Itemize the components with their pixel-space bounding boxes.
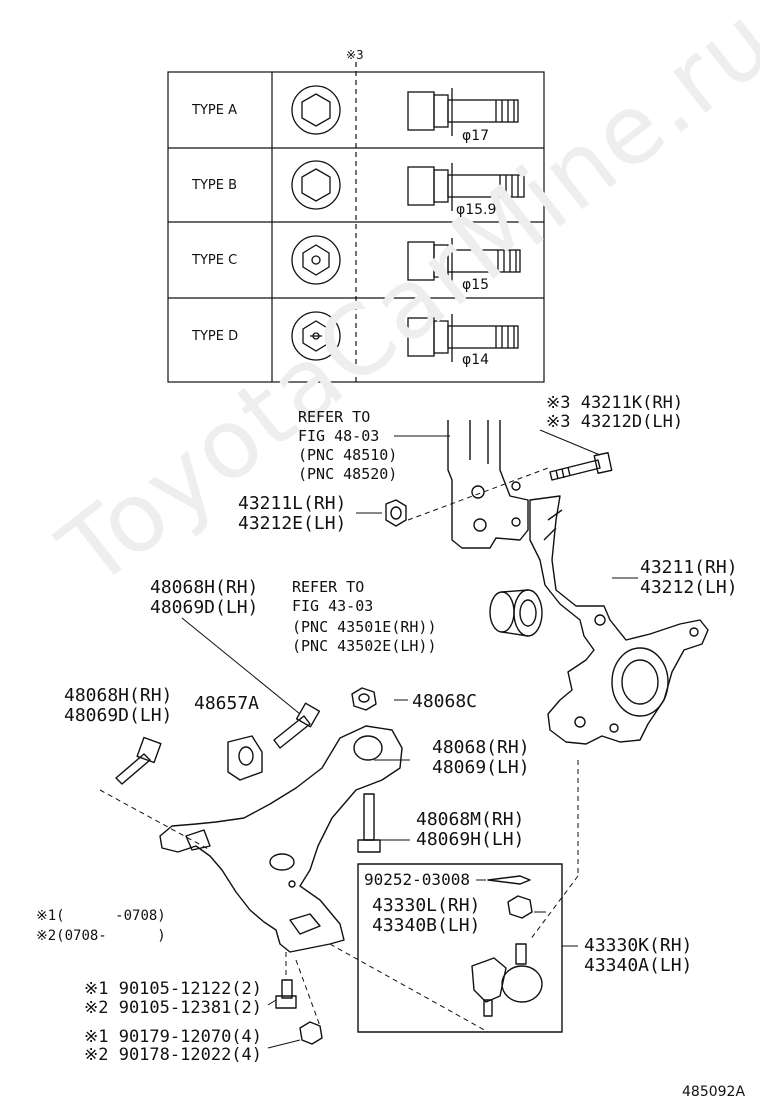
type-d-diameter: φ14 bbox=[462, 352, 490, 368]
type-b-diameter: φ15.9 bbox=[456, 202, 497, 218]
type-c-label: TYPE C bbox=[192, 253, 238, 268]
cotter-pin bbox=[487, 875, 531, 885]
label-43211k-rh[interactable]: ※3 43211K(RH) bbox=[546, 393, 684, 413]
label-48068-rh[interactable]: 48068(RH) bbox=[432, 737, 530, 758]
label-48068h-rh-left[interactable]: 48068H(RH) bbox=[64, 685, 173, 706]
figure-number: 485092A bbox=[682, 1084, 746, 1100]
bolt-48068h-left bbox=[115, 736, 162, 785]
label-43330k-rh[interactable]: 43330K(RH) bbox=[584, 935, 693, 956]
label-48068c[interactable]: 48068C bbox=[412, 691, 478, 712]
label-43212-lh[interactable]: 43212(LH) bbox=[640, 577, 738, 598]
nut-43211l bbox=[385, 499, 407, 527]
label-48069-lh[interactable]: 48069(LH) bbox=[432, 757, 530, 778]
note-2-period: ※2(0708- ) bbox=[36, 928, 166, 944]
label-90252-03008[interactable]: 90252-03008 bbox=[364, 870, 470, 889]
ref-fig-48-pnc1: (PNC 48510) bbox=[298, 446, 398, 464]
suspension-drawing bbox=[115, 420, 709, 1045]
label-48069d-lh-left[interactable]: 48069D(LH) bbox=[64, 705, 173, 726]
bushing-48657a bbox=[227, 735, 263, 781]
nut-face-icons bbox=[291, 85, 341, 361]
label-43212d-lh[interactable]: ※3 43212D(LH) bbox=[546, 412, 684, 432]
bolt-48068m bbox=[357, 793, 381, 853]
bolt-90105 bbox=[275, 979, 297, 1009]
label-48069h-lh[interactable]: 48069H(LH) bbox=[416, 829, 525, 850]
ref-fig-48-line1: REFER TO bbox=[298, 408, 371, 426]
ref-fig-48-pnc2: (PNC 48520) bbox=[298, 465, 398, 483]
label-43340b-lh[interactable]: 43340B(LH) bbox=[372, 915, 481, 936]
bolt-48068h-upper bbox=[273, 702, 321, 749]
type-a-label: TYPE A bbox=[192, 103, 237, 118]
label-43211-rh[interactable]: 43211(RH) bbox=[640, 557, 738, 578]
lower-control-arm bbox=[159, 725, 403, 953]
nut-48068c bbox=[351, 687, 377, 711]
type-d-label: TYPE D bbox=[192, 329, 239, 344]
strut-bracket bbox=[447, 420, 529, 549]
type-a-diameter: φ17 bbox=[462, 128, 490, 144]
ref-fig-48-link[interactable]: FIG 48-03 bbox=[298, 427, 380, 445]
label-48068h-rh-top[interactable]: 48068H(RH) bbox=[150, 577, 259, 598]
note-1-period: ※1( -0708) bbox=[36, 908, 166, 924]
label-43212e-lh[interactable]: 43212E(LH) bbox=[238, 513, 347, 534]
ref-fig-43-pnc1: (PNC 43501E(RH)) bbox=[292, 618, 437, 636]
label-48068m-rh[interactable]: 48068M(RH) bbox=[416, 809, 525, 830]
ref-fig-43-pnc2: (PNC 43502E(LH)) bbox=[292, 637, 437, 655]
type-c-diameter: φ15 bbox=[462, 277, 490, 293]
nut-43330l bbox=[507, 895, 533, 919]
label-48657a[interactable]: 48657A bbox=[194, 693, 260, 714]
label-43330l-rh[interactable]: 43330L(RH) bbox=[372, 895, 481, 916]
bolt-profile-icons bbox=[407, 88, 525, 362]
leader-lines bbox=[99, 429, 638, 1049]
label-43340a-lh[interactable]: 43340A(LH) bbox=[584, 955, 693, 976]
bolt-43211k bbox=[549, 452, 613, 481]
label-90105-12122[interactable]: ※1 90105-12122(2) bbox=[84, 979, 263, 999]
ball-joint-box bbox=[357, 863, 563, 1033]
steering-knuckle bbox=[529, 495, 709, 745]
ball-joint bbox=[471, 943, 543, 1017]
type-b-label: TYPE B bbox=[192, 178, 237, 193]
label-48069d-lh-top[interactable]: 48069D(LH) bbox=[150, 597, 259, 618]
ref-fig-43-line1: REFER TO bbox=[292, 578, 365, 596]
label-90178-12022[interactable]: ※2 90178-12022(4) bbox=[84, 1045, 263, 1065]
bolt-type-table bbox=[167, 62, 545, 383]
label-90179-12070[interactable]: ※1 90179-12070(4) bbox=[84, 1027, 263, 1047]
label-90105-12381[interactable]: ※2 90105-12381(2) bbox=[84, 998, 263, 1018]
ref-fig-43-link[interactable]: FIG 43-03 bbox=[292, 597, 374, 615]
label-43211l-rh[interactable]: 43211L(RH) bbox=[238, 493, 347, 514]
hub-bearing bbox=[489, 589, 543, 637]
table-header-note: ※3 bbox=[346, 48, 364, 62]
nut-90179 bbox=[299, 1021, 323, 1045]
